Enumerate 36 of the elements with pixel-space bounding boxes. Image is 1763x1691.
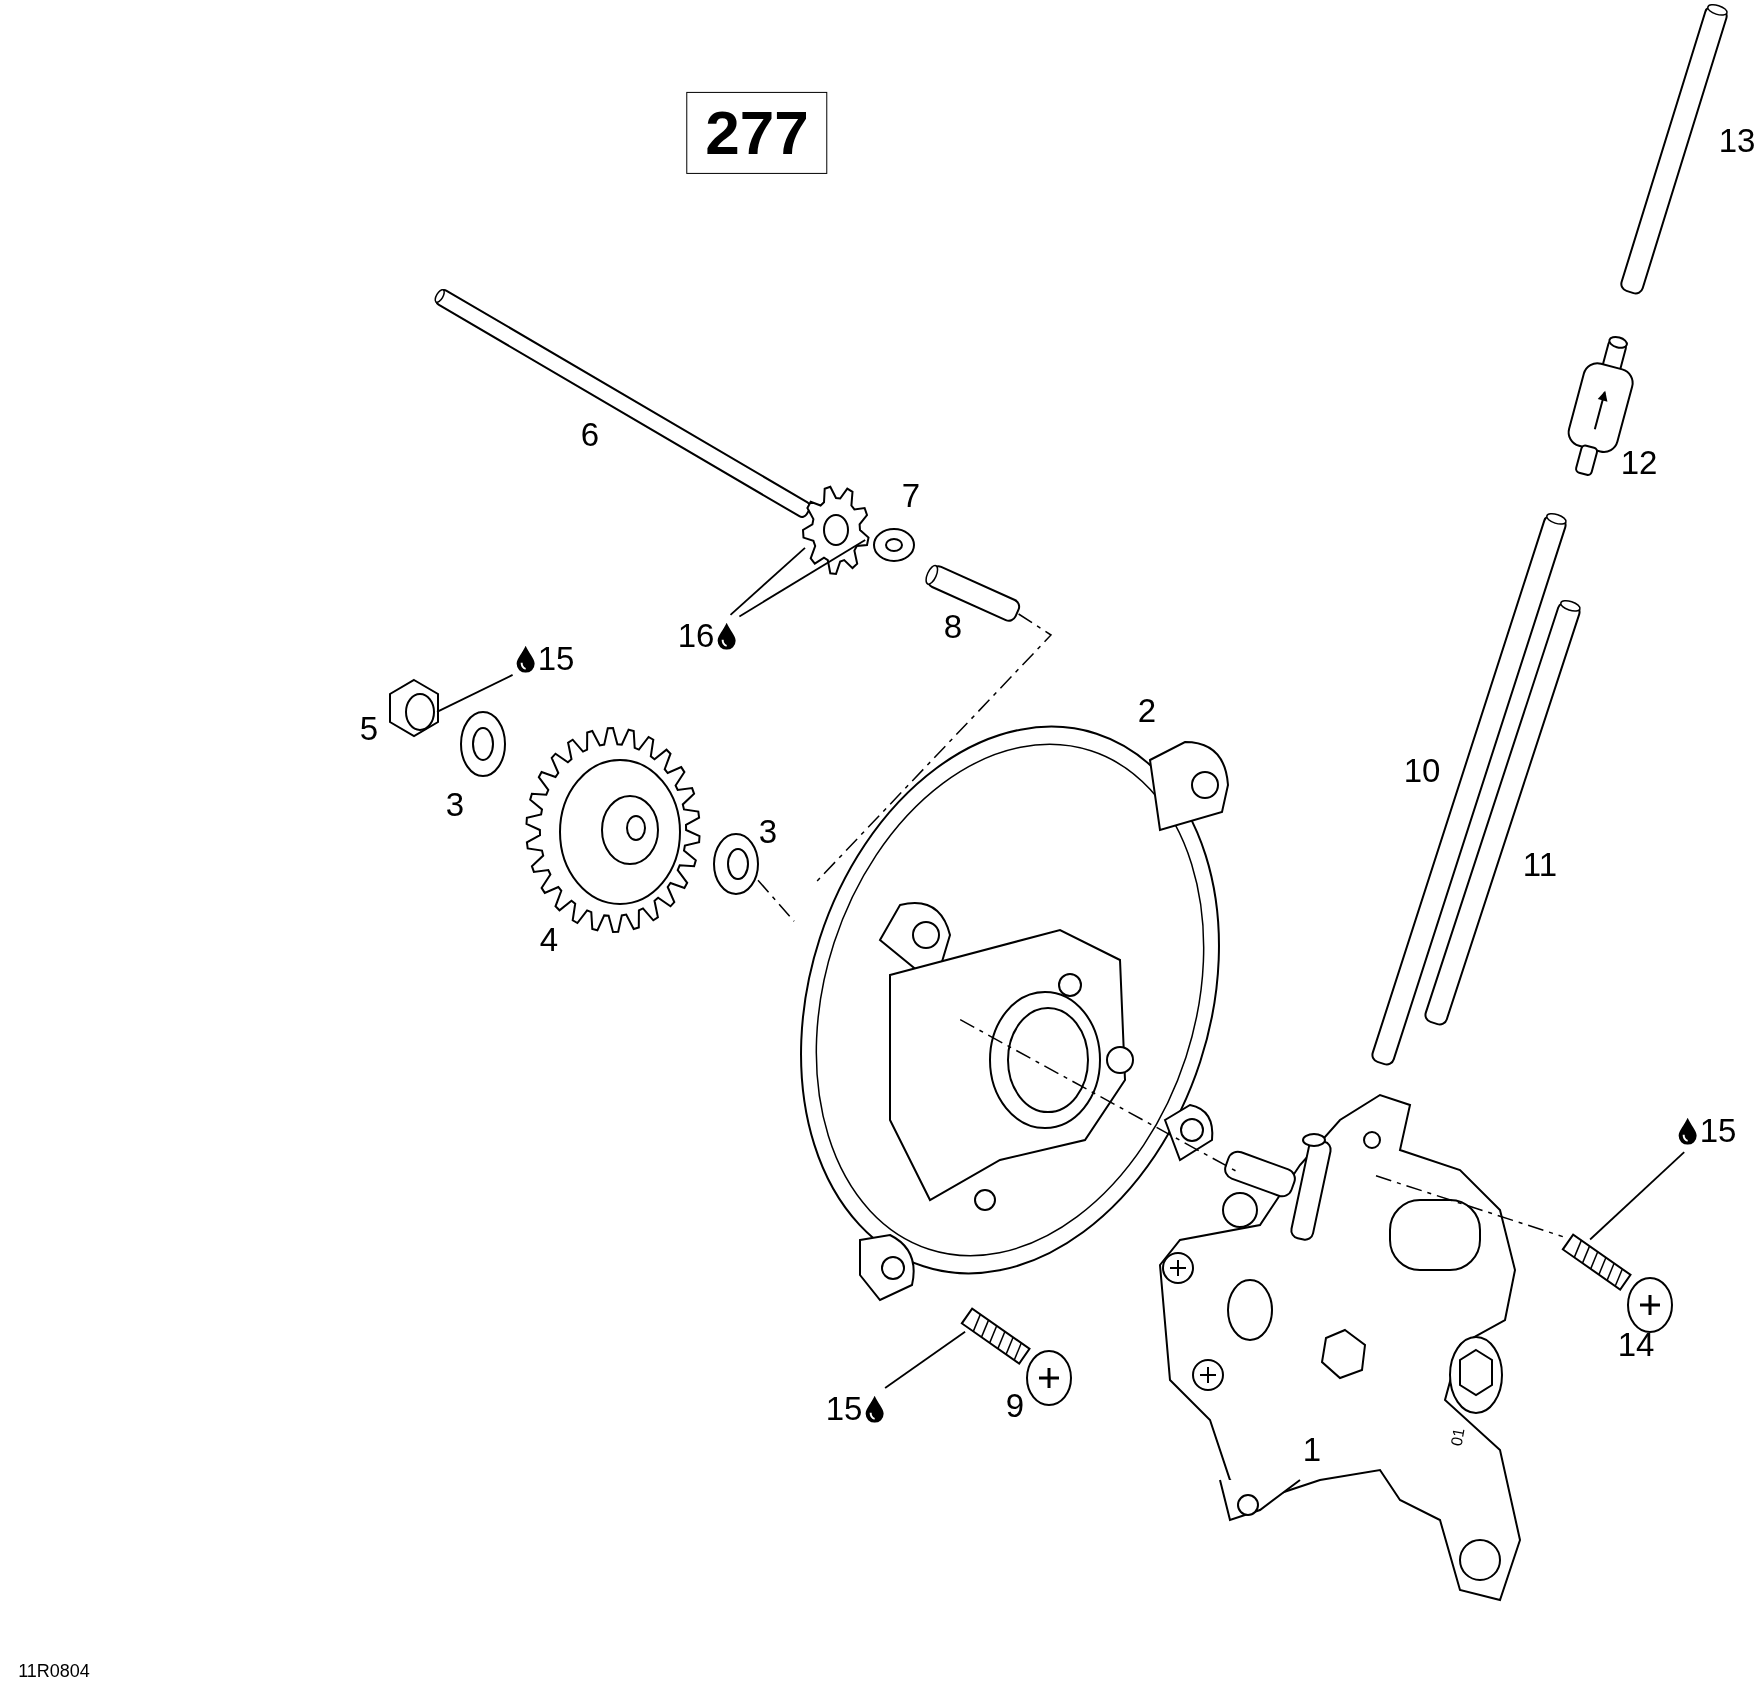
washer-drawing: [713, 833, 759, 895]
callout-number: 15: [537, 640, 575, 678]
pinion-gear-drawing: [801, 485, 870, 576]
pump-cover-drawing: [800, 725, 1229, 1301]
leader-line: [884, 1330, 966, 1389]
callout-number: 1: [1302, 1431, 1322, 1469]
screw-drawing: [1561, 1233, 1673, 1333]
center-line: [1375, 1175, 1564, 1238]
callout-number: 15: [1699, 1112, 1737, 1150]
leader-line: [729, 546, 806, 616]
callout-number: 3: [445, 786, 465, 824]
callout-number: 16: [677, 617, 715, 655]
callout-number: 12: [1620, 444, 1658, 482]
leader-line: [436, 674, 514, 713]
callout-number: 3: [758, 813, 778, 851]
center-line: [757, 879, 795, 923]
callout-number: 9: [1005, 1387, 1025, 1425]
callout-number: 10: [1403, 752, 1441, 790]
reference-number-box: 277: [686, 91, 828, 175]
callout-number: 14: [1617, 1326, 1655, 1364]
callout-number: 11: [1522, 846, 1558, 884]
leader-line: [1589, 1151, 1686, 1241]
callout-number: 8: [943, 608, 963, 646]
callout-number: 4: [539, 921, 559, 959]
center-line: [815, 613, 1053, 883]
callout-number: 7: [901, 477, 921, 515]
leader-line: [738, 539, 867, 618]
callout-number: 5: [359, 710, 379, 748]
callout-number: 2: [1137, 692, 1157, 730]
callout-number: 6: [580, 416, 600, 454]
part-marking: 01: [1447, 1426, 1469, 1448]
oil-pump-drawing: [1158, 1093, 1522, 1602]
nut-drawing: [389, 678, 439, 738]
drawing-number: 11R0804: [18, 1662, 90, 1682]
callout-number: 13: [1718, 122, 1756, 160]
callout-number: 15: [825, 1390, 863, 1428]
